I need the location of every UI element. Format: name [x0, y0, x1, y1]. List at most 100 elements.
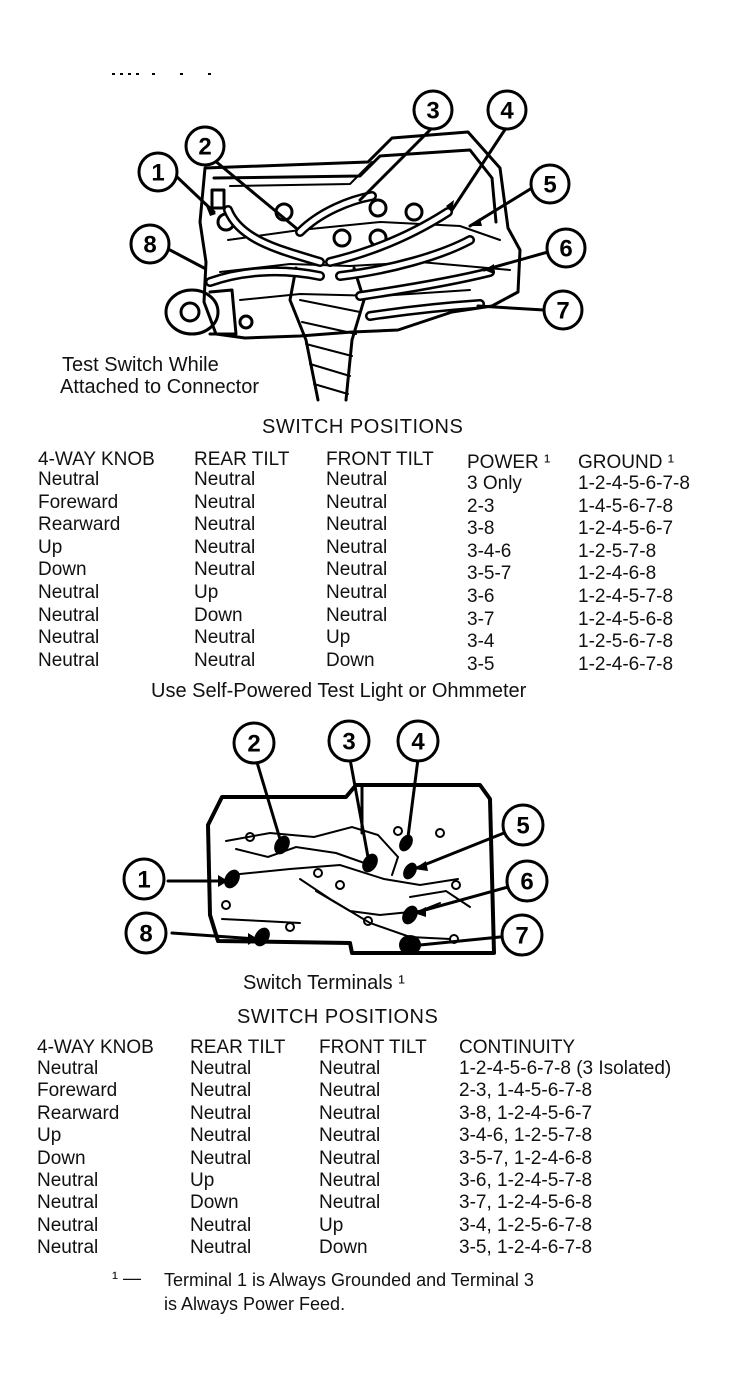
cell-ground: 1-2-4-6-8: [578, 563, 657, 585]
table1-header-power: POWER ¹: [467, 452, 551, 473]
cell-knob: Down: [37, 1147, 86, 1169]
figure1-caption-line2: Attached to Connector: [60, 376, 260, 398]
table2-header-knob: 4-WAY KNOB: [37, 1037, 154, 1058]
callout2-4-label: 4: [411, 729, 425, 756]
callout2-1: 1: [122, 857, 166, 901]
cell-rear-tilt: Neutral: [194, 536, 256, 558]
table1-header-row: 4-WAY KNOB REAR TILT FRONT TILT POWER ¹ …: [0, 449, 731, 473]
cell-power: 3-4: [467, 631, 495, 653]
callout2-2: 2: [232, 721, 276, 765]
connector-illustration: [112, 73, 550, 402]
table1-header-rear: REAR TILT: [194, 449, 290, 470]
callout2-7-label: 7: [515, 923, 528, 950]
cell-front-tilt: Neutral: [319, 1170, 381, 1191]
callout-1: 1: [137, 151, 179, 193]
cell-rear-tilt: Down: [194, 604, 243, 626]
cell-ground: 1-2-4-5-6-7-8: [578, 473, 690, 494]
figure2-caption: Switch Terminals ¹: [243, 972, 405, 994]
cell-rear-tilt: Neutral: [190, 1237, 252, 1259]
footnote-line1: Terminal 1 is Always Grounded and Termin…: [164, 1270, 534, 1290]
cell-continuity: 3-8, 1-2-4-5-6-7: [459, 1102, 593, 1124]
cell-continuity: 2-3, 1-4-5-6-7-8: [459, 1080, 593, 1102]
cell-continuity: 1-2-4-5-6-7-8 (3 Isolated): [459, 1058, 672, 1079]
cell-ground: 1-2-5-7-8: [578, 540, 657, 562]
table2-title: SWITCH POSITIONS: [237, 1006, 439, 1028]
cell-front-tilt: Neutral: [319, 1192, 381, 1214]
callout-8: 8: [129, 223, 171, 265]
cell-front-tilt: Neutral: [326, 536, 388, 558]
arrowheads-fig2: [218, 861, 428, 945]
callout-5: 5: [529, 163, 571, 205]
callout2-5: 5: [501, 803, 545, 847]
footnote-marker: ¹ —: [112, 1268, 141, 1288]
callout2-4: 4: [396, 719, 440, 763]
callout2-8-label: 8: [139, 921, 152, 948]
cell-power: 3-5-7: [467, 563, 512, 585]
table2-header-continuity: CONTINUITY: [459, 1037, 576, 1058]
cell-front-tilt: Neutral: [326, 514, 388, 536]
cell-front-tilt: Neutral: [319, 1058, 381, 1079]
cell-knob: Rearward: [37, 1102, 120, 1124]
callout-4: 4: [486, 89, 528, 131]
cell-knob: Foreward: [38, 491, 119, 513]
callouts-fig2: 1 2 3 4 5 6 7 8: [122, 719, 549, 957]
table1-header-ground: GROUND ¹: [578, 452, 675, 473]
cell-rear-tilt: Up: [190, 1170, 215, 1191]
callout2-6: 6: [505, 859, 549, 903]
cell-continuity: 3-4, 1-2-5-6-7-8: [459, 1214, 593, 1236]
cell-front-tilt: Neutral: [326, 604, 388, 626]
cell-power: 3-5: [467, 653, 495, 675]
callout2-2-label: 2: [247, 731, 260, 758]
table2-header-rear: REAR TILT: [190, 1037, 286, 1058]
cell-front-tilt: Up: [326, 627, 351, 649]
cell-rear-tilt: Neutral: [190, 1214, 252, 1236]
cell-front-tilt: Neutral: [319, 1102, 381, 1124]
callout2-1-label: 1: [137, 867, 150, 894]
cell-power: 2-3: [467, 495, 495, 517]
cell-knob: Up: [37, 1125, 62, 1147]
table-row: Neutral Up Neutral 3-6, 1-2-4-5-7-8: [0, 1170, 731, 1192]
cell-front-tilt: Up: [319, 1214, 344, 1236]
callout-4-label: 4: [500, 98, 514, 125]
switch-terminals-illustration: [166, 757, 510, 955]
wire-bundle: [205, 191, 495, 321]
cell-front-tilt: Neutral: [319, 1147, 381, 1169]
cell-rear-tilt: Neutral: [194, 491, 256, 513]
cell-ground: 1-4-5-6-7-8: [578, 495, 674, 517]
table1-header-knob: 4-WAY KNOB: [38, 449, 155, 470]
callout2-6-label: 6: [520, 869, 533, 896]
cell-rear-tilt: Neutral: [194, 559, 256, 581]
cell-continuity: 3-5-7, 1-2-4-6-8: [459, 1147, 593, 1169]
cell-knob: Neutral: [38, 582, 100, 603]
callout2-7: 7: [500, 913, 544, 957]
figure1-caption-line1: Test Switch While: [62, 354, 219, 376]
cell-ground: 1-2-4-5-6-8: [578, 608, 674, 630]
cell-knob: Neutral: [38, 469, 100, 490]
cell-rear-tilt: Up: [194, 582, 219, 603]
cell-power: 3-7: [467, 608, 495, 630]
callout2-3: 3: [327, 719, 371, 763]
cell-knob: Up: [38, 536, 63, 558]
cell-rear-tilt: Neutral: [190, 1147, 252, 1169]
table1-header-front: FRONT TILT: [326, 449, 434, 470]
cell-ground: 1-2-4-5-6-7: [578, 518, 674, 540]
cell-continuity: 3-4-6, 1-2-5-7-8: [459, 1125, 593, 1147]
cell-rear-tilt: Neutral: [190, 1102, 252, 1124]
wire-harness: [288, 266, 366, 402]
cell-knob: Down: [38, 559, 87, 581]
leader-lines-fig2: [166, 757, 510, 947]
table-row: Rearward Neutral Neutral 3-8, 1-2-4-5-6-7: [0, 1103, 731, 1125]
cell-continuity: 3-6, 1-2-4-5-7-8: [459, 1170, 593, 1191]
cell-knob: Rearward: [38, 514, 121, 536]
cell-rear-tilt: Neutral: [190, 1058, 252, 1079]
cell-ground: 1-2-5-6-7-8: [578, 631, 674, 653]
cell-knob: Neutral: [37, 1170, 99, 1191]
